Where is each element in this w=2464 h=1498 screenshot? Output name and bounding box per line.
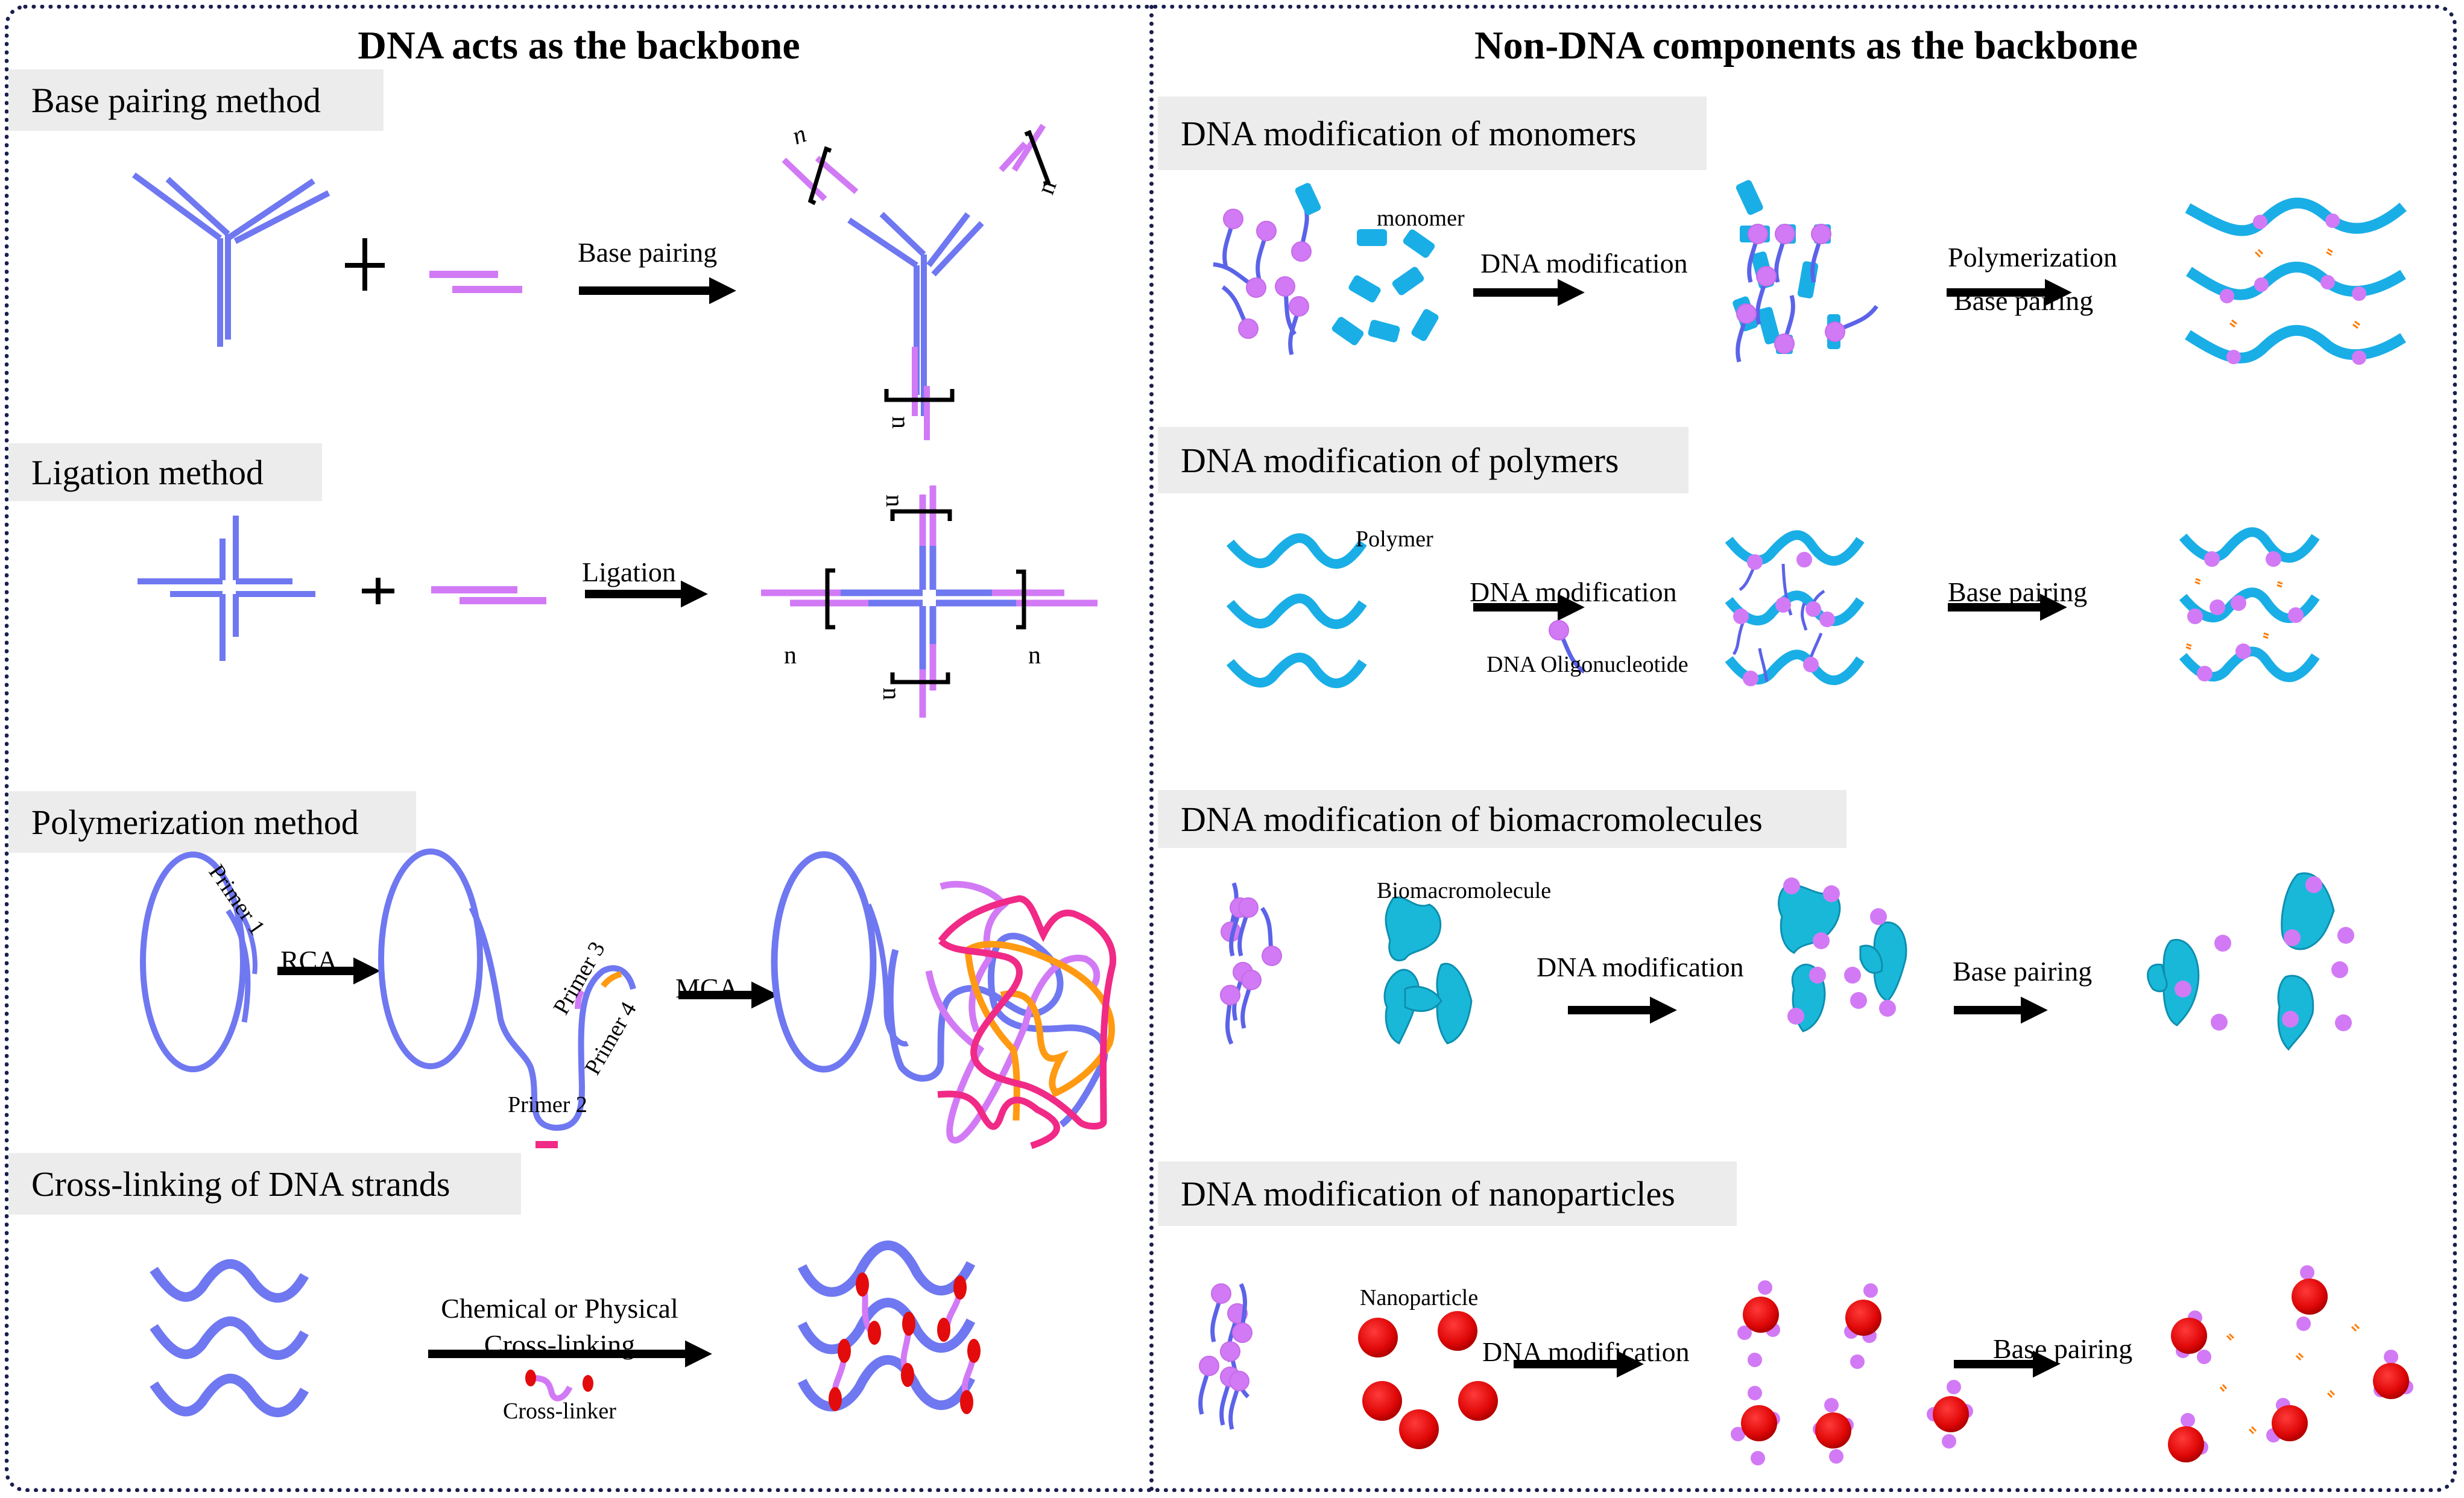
repeat-mark: n [877, 687, 905, 700]
arrow-label-dna-modification: DNA modification [1470, 577, 1677, 607]
arrow-label-dna-modification: DNA modification [1537, 952, 1744, 982]
polymer-label: Polymer [1356, 526, 1433, 552]
repeat-mark: n [886, 416, 914, 429]
cross-linker-legend-label: Cross-linker [503, 1398, 616, 1424]
repeat-mark: n [784, 642, 797, 669]
section-label-monomers: DNA modification of monomers [1158, 96, 1707, 170]
polymer-chains [1226, 533, 1367, 688]
circular-template [140, 852, 257, 1072]
outer-frame [5, 5, 2457, 1492]
repeat-brackets [825, 509, 1026, 684]
arrow-label-base-pairing: Base pairing [578, 237, 718, 268]
cross-junction-network [761, 485, 1098, 718]
section-label-text: Base pairing method [31, 80, 321, 120]
arrow-label-line: Chemical or Physical [441, 1293, 678, 1324]
monomers [1332, 229, 1439, 346]
biomacromolecule-network [2147, 872, 2354, 1051]
arrow-label-line: Cross-linking [484, 1329, 636, 1360]
arrow-label-rca: RCA [280, 945, 338, 976]
modified-polymers: < [1725, 530, 1865, 686]
y-junction-monomer [132, 172, 330, 347]
arrow-label-dna-modification: DNA modification [1482, 1336, 1690, 1367]
arrow-label-base-pairing: Base pairing [1993, 1333, 2133, 1364]
mca-product [771, 851, 1117, 1149]
cross-linking-diagram [150, 1240, 981, 1417]
section-label-text: DNA modification of biomacromolecules [1181, 799, 1763, 839]
arrow-label-ligation: Ligation [582, 557, 676, 587]
section-label-nanoparticles: DNA modification of nanoparticles [1158, 1161, 1737, 1226]
primer-3 [575, 989, 585, 1010]
repeat-mark: n [880, 495, 908, 507]
section-label-text: Ligation method [31, 452, 264, 492]
monomer-label: monomer [1377, 206, 1465, 231]
section-label-polymers: DNA modification of polymers [1158, 427, 1688, 493]
section-label-base-pairing: Base pairing method [8, 69, 384, 131]
rca-product [378, 849, 636, 1131]
arrow-label-dna-modification: DNA modification [1480, 248, 1688, 279]
plus-sign [362, 578, 394, 604]
section-label-text: DNA modification of monomers [1181, 113, 1637, 153]
primer-4 [601, 971, 622, 988]
section-label-text: Polymerization method [31, 802, 359, 842]
arrow-label-cross-linking: Chemical or Physical Cross-linking [433, 1291, 686, 1363]
section-label-text: Cross-linking of DNA strands [31, 1164, 450, 1204]
primer-2-label: Primer 2 [508, 1092, 587, 1117]
right-panel-title: Non-DNA components as the backbone [1474, 24, 2138, 68]
arrow-label-base-pairing: Base pairing [1953, 956, 2093, 987]
nanoparticle-label: Nanoparticle [1360, 1285, 1479, 1310]
nanoparticle-network [2168, 1265, 2413, 1462]
repeat-brackets [807, 130, 1051, 402]
cross-junction-monomer [137, 516, 315, 661]
section-label-ligation: Ligation method [8, 443, 322, 501]
modified-biomacromolecules [1778, 877, 1907, 1032]
left-panel-title: DNA acts as the backbone [358, 24, 800, 68]
repeat-mark: n [1028, 642, 1041, 669]
section-label-text: DNA modification of nanoparticles [1181, 1174, 1675, 1213]
arrow-label-base-pairing: Base pairing [1948, 577, 2088, 607]
section-label-biomacromolecules: DNA modification of biomacromolecules [1158, 790, 1846, 848]
biomacromolecule-modification-diagram [0, 872, 2354, 1051]
ligation-diagram: n n n n [137, 485, 1098, 718]
plus-sign [345, 238, 385, 291]
biomacromolecule-label: Biomacromolecule [1377, 878, 1552, 903]
modified-nanoparticles [1731, 1280, 1973, 1465]
nanoparticles [1358, 1311, 1498, 1449]
section-label-cross-linking: Cross-linking of DNA strands [8, 1153, 521, 1215]
free-oligonucleotides [1199, 1283, 1263, 1429]
oligo-legend-label: DNA Oligonucleotide [1486, 652, 1688, 677]
base-pairing-diagram: n n n [132, 120, 1063, 440]
panel-divider [1149, 5, 1154, 1492]
cross-linked-network [797, 1240, 981, 1414]
polymer-network [2179, 527, 2320, 682]
monomer-modification-diagram [0, 180, 2407, 365]
polymer-network [2185, 197, 2407, 365]
dna-strands [150, 1259, 309, 1417]
biomacromolecules [1383, 896, 1473, 1045]
cross-linker-legend [525, 1370, 593, 1402]
arrow-label-mca: MCA [675, 973, 739, 1003]
section-label-polymerization: Polymerization method [8, 791, 416, 853]
linker-duplex [429, 271, 522, 293]
polymerization-diagram: Primer 1 Primer 3 Primer 4 [140, 849, 1117, 1149]
linker-duplex [431, 586, 546, 604]
modified-monomers [1295, 180, 1878, 362]
polymer-modification-diagram: < [1226, 527, 2320, 688]
section-label-text: DNA modification of polymers [1181, 440, 1619, 480]
